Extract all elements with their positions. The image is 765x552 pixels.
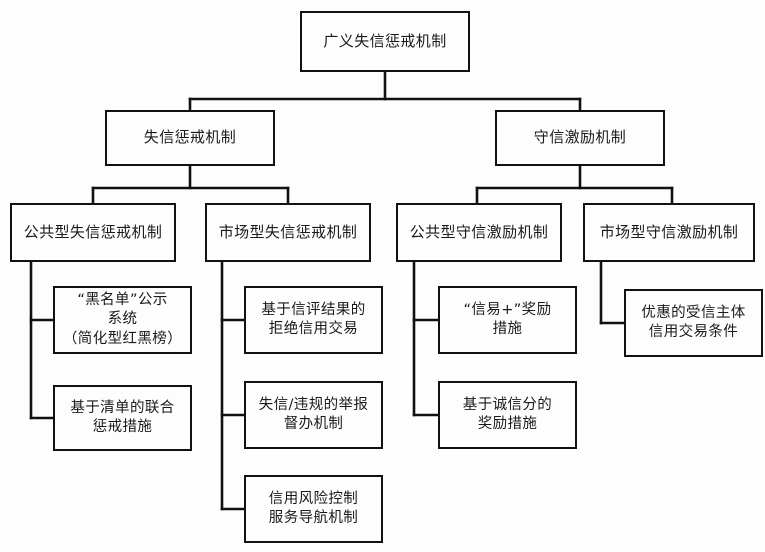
node-leaf-joint-punishment[interactable]: 基于清单的联合 惩戒措施 (53, 385, 192, 451)
node-level3-public-reward[interactable]: 公共型守信激励机制 (396, 203, 562, 262)
node-leaf-risk-control-navigation[interactable]: 信用风险控制 服务导航机制 (244, 475, 383, 543)
node-leaf-blacklist-publicity[interactable]: “黑名单”公示 系统 （简化型红黑榜） (53, 286, 192, 354)
node-root[interactable]: 广义失信惩戒机制 (300, 11, 470, 72)
node-level3-market-reward[interactable]: 市场型守信激励机制 (583, 203, 755, 262)
node-leaf-credit-score-reward[interactable]: 基于诚信分的 奖励措施 (438, 381, 577, 449)
node-leaf-xinyi-plus-reward[interactable]: “信易+”奖励 措施 (438, 286, 577, 354)
node-leaf-refuse-credit-trade[interactable]: 基于信评结果的 拒绝信用交易 (244, 286, 383, 354)
node-level3-market-punish[interactable]: 市场型失信惩戒机制 (205, 203, 371, 262)
node-leaf-preferential-credit-terms[interactable]: 优惠的受信主体 信用交易条件 (624, 289, 763, 357)
node-level2-shixin[interactable]: 失信惩戒机制 (105, 110, 275, 166)
node-level3-public-punish[interactable]: 公共型失信惩戒机制 (10, 203, 176, 262)
node-level2-shouxin[interactable]: 守信激励机制 (495, 110, 665, 166)
node-leaf-report-supervision[interactable]: 失信/违规的举报 督办机制 (244, 381, 383, 449)
